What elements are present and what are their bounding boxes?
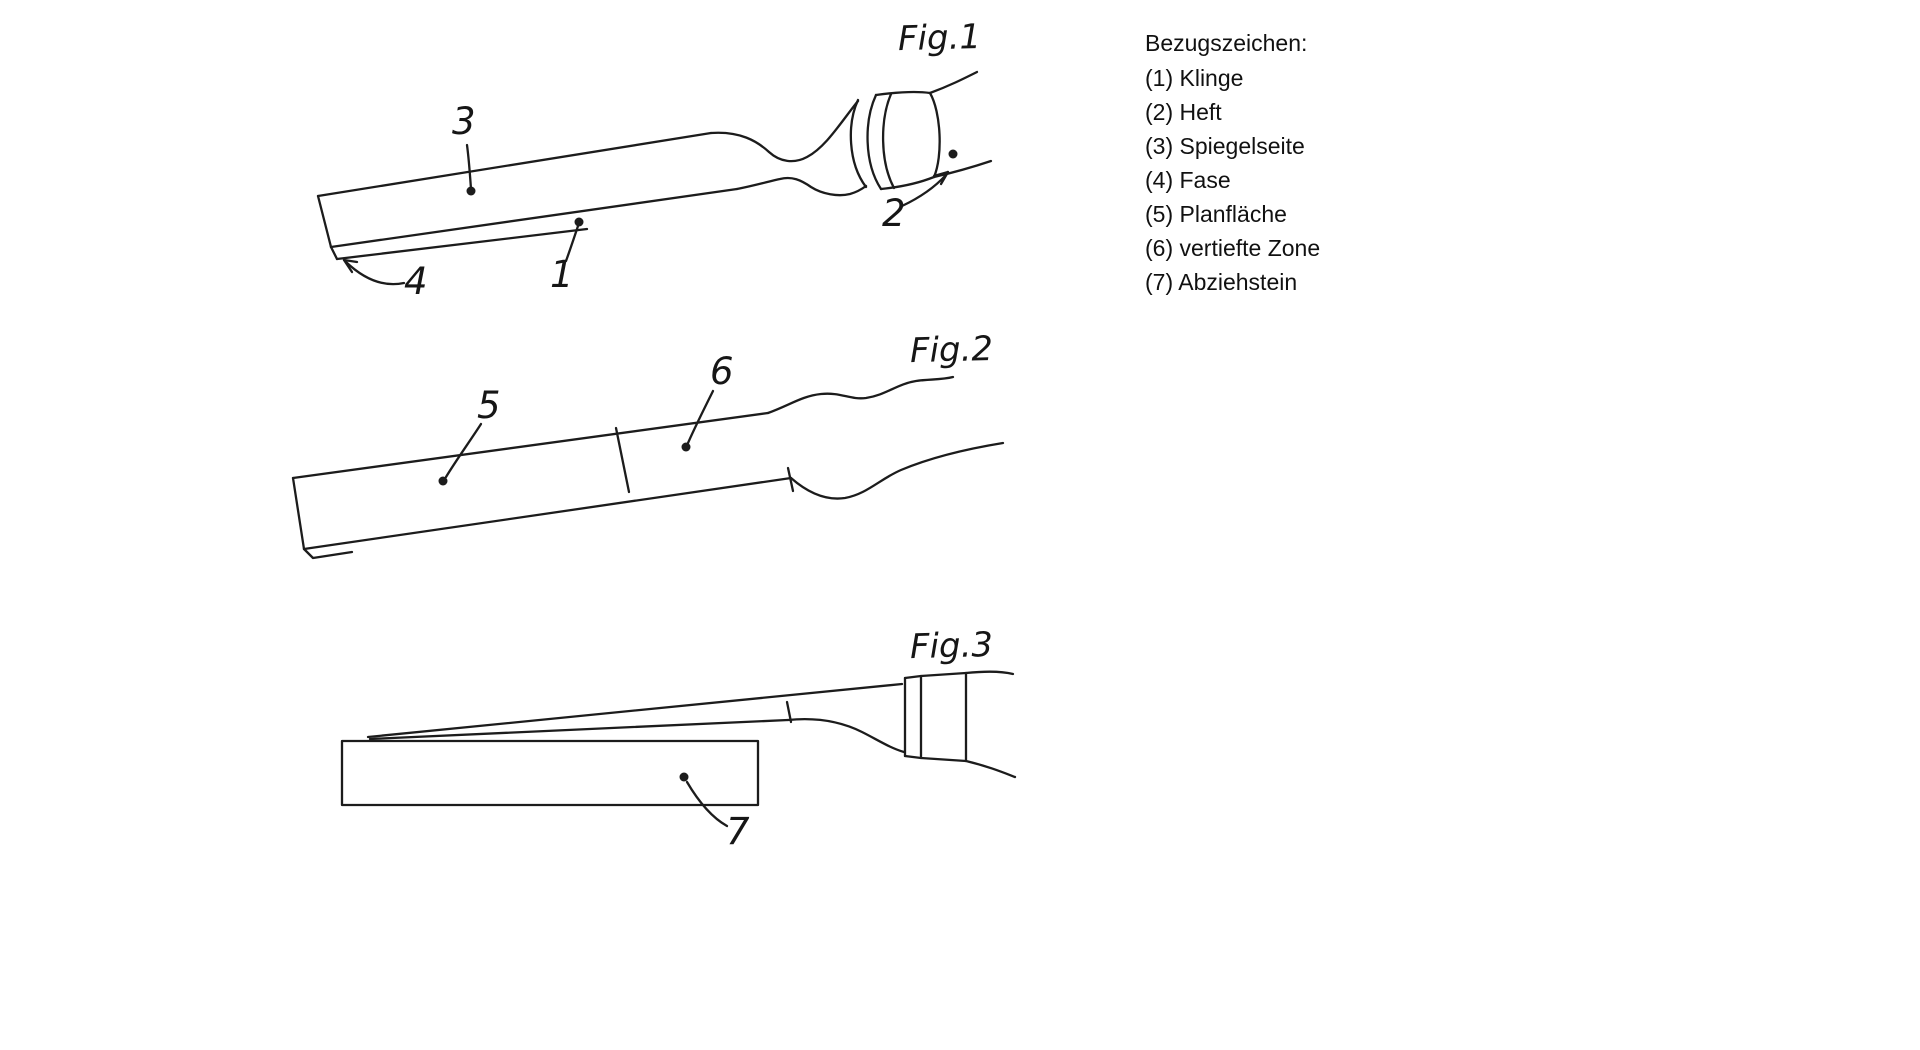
fig2-neck (766, 375, 1005, 500)
ref-num-1: 1 (550, 253, 574, 296)
reference-legend: Bezugszeichen: (1) Klinge (2) Heft (3) S… (1145, 26, 1565, 299)
legend-item-2: (2) Heft (1145, 99, 1222, 125)
fig2-drawing (291, 375, 1005, 560)
legend-item-5: (5) Planfläche (1145, 201, 1287, 227)
ref-num-6: 6 (710, 350, 734, 393)
fig2-label: Fig.2 (909, 328, 994, 372)
ref-num-4: 4 (404, 260, 428, 303)
fig2-blade-faces (291, 411, 793, 560)
fig1-drawing (316, 70, 993, 286)
fig3-label: Fig.3 (909, 624, 994, 668)
ref-num-3: 3 (452, 100, 476, 143)
fig1-leader-lines (342, 143, 958, 286)
ref-num-5: 5 (477, 384, 501, 427)
sharpening-stone (340, 739, 760, 807)
legend-item-1: (1) Klinge (1145, 65, 1244, 91)
legend-title: Bezugszeichen: (1145, 30, 1308, 56)
fig1-chisel-handle (709, 70, 993, 197)
fig2-leader-lines (438, 389, 715, 486)
fig1-label: Fig.1 (897, 16, 982, 60)
fig1-chisel-blade (316, 131, 739, 261)
ref-num-7: 7 (726, 810, 750, 853)
ref-num-2: 2 (882, 192, 906, 235)
fig3-drawing (340, 670, 1017, 828)
legend-item-3: (3) Spiegelseite (1145, 133, 1305, 159)
fig3-leader-lines (679, 772, 729, 828)
legend-item-4: (4) Fase (1145, 167, 1231, 193)
legend-item-6: (6) vertiefte Zone (1145, 235, 1321, 261)
fig3-chisel (366, 670, 1017, 779)
legend-item-7: (7) Abziehstein (1145, 269, 1298, 295)
